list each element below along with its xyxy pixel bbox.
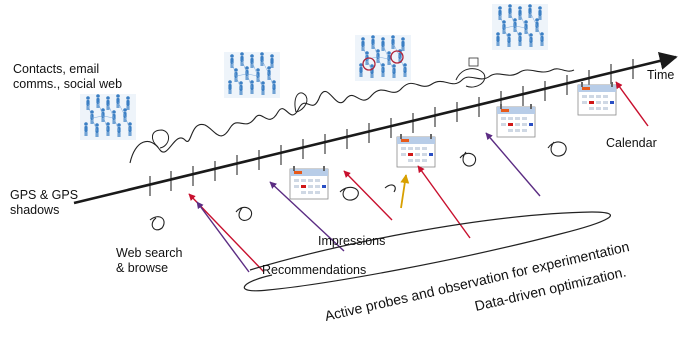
recommendations-label: Recommendations: [262, 263, 367, 277]
arrow-icon: [343, 170, 393, 221]
contacts-label: Contacts, email comms., social web: [13, 62, 123, 91]
small-square: [468, 57, 479, 67]
arrow-icon: [196, 201, 250, 273]
arrow-icon: [485, 132, 541, 197]
people-network-icon: [224, 52, 280, 98]
arrow-icon: [417, 165, 471, 239]
timeline-axis: [73, 52, 678, 205]
web-search-label: Web search & browse: [116, 246, 183, 275]
timeline-ticks: [149, 59, 634, 196]
time-axis-label: Time: [647, 68, 675, 82]
calendar-label: Calendar: [606, 136, 657, 150]
arrow-icon: [400, 174, 410, 209]
people-network-icon: [492, 4, 548, 50]
highlight-circles: [362, 50, 404, 71]
experimentation-swoosh: [243, 211, 612, 292]
arrow-icon: [615, 81, 649, 127]
calendar-icon: [496, 103, 536, 138]
arrow-icon: [269, 181, 345, 252]
activity-scribble: [129, 68, 575, 164]
people-network-icon: [80, 94, 136, 140]
scribble-loop: [294, 92, 308, 113]
impressions-label: Impressions: [318, 234, 386, 248]
below-axis-loops: [149, 141, 567, 231]
calendar-icon: [577, 81, 617, 116]
gps-label: GPS & GPS shadows: [10, 188, 79, 217]
calendar-icon: [289, 165, 329, 200]
calendar-icon: [396, 133, 436, 168]
scribble-loop: [152, 129, 169, 149]
scribble-loop: [455, 68, 486, 88]
